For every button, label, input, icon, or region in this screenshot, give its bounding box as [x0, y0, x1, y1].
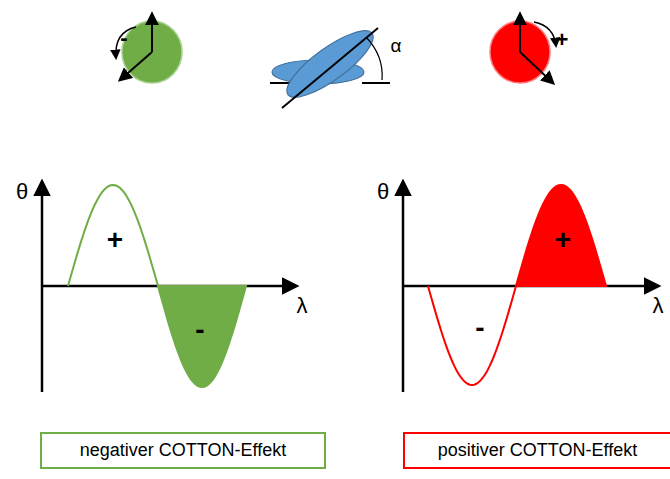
right-circular-light — [490, 14, 556, 83]
left-circular-light — [116, 14, 182, 83]
caption-box: negativer COTTON-Effekt — [40, 432, 326, 469]
axis-label: θ — [377, 181, 389, 203]
effect-name: positiver COTTON-Effekt — [438, 440, 637, 461]
right-positive-lobe — [516, 185, 606, 286]
axis-label: λ — [297, 295, 308, 317]
lobe-sign: + — [555, 226, 571, 254]
left-negative-lobe — [158, 286, 246, 387]
lobe-sign: - — [195, 316, 204, 344]
caption-box: positiver COTTON-Effekt — [403, 432, 670, 469]
left-positive-lobe — [68, 185, 158, 286]
axis-label: θ — [16, 181, 28, 203]
rotation-sign: + — [556, 29, 569, 51]
rotation-sign: - — [120, 27, 127, 49]
angle-symbol: α — [391, 36, 402, 55]
lobe-sign: + — [107, 226, 123, 254]
lobe-sign: - — [475, 314, 484, 342]
right-axes — [403, 182, 658, 392]
right-negative-lobe — [428, 286, 516, 385]
axis-label: λ — [653, 295, 664, 317]
rotated-polarization-plane — [270, 20, 390, 108]
left-axes — [42, 182, 296, 392]
effect-name: negativer COTTON-Effekt — [80, 440, 286, 461]
